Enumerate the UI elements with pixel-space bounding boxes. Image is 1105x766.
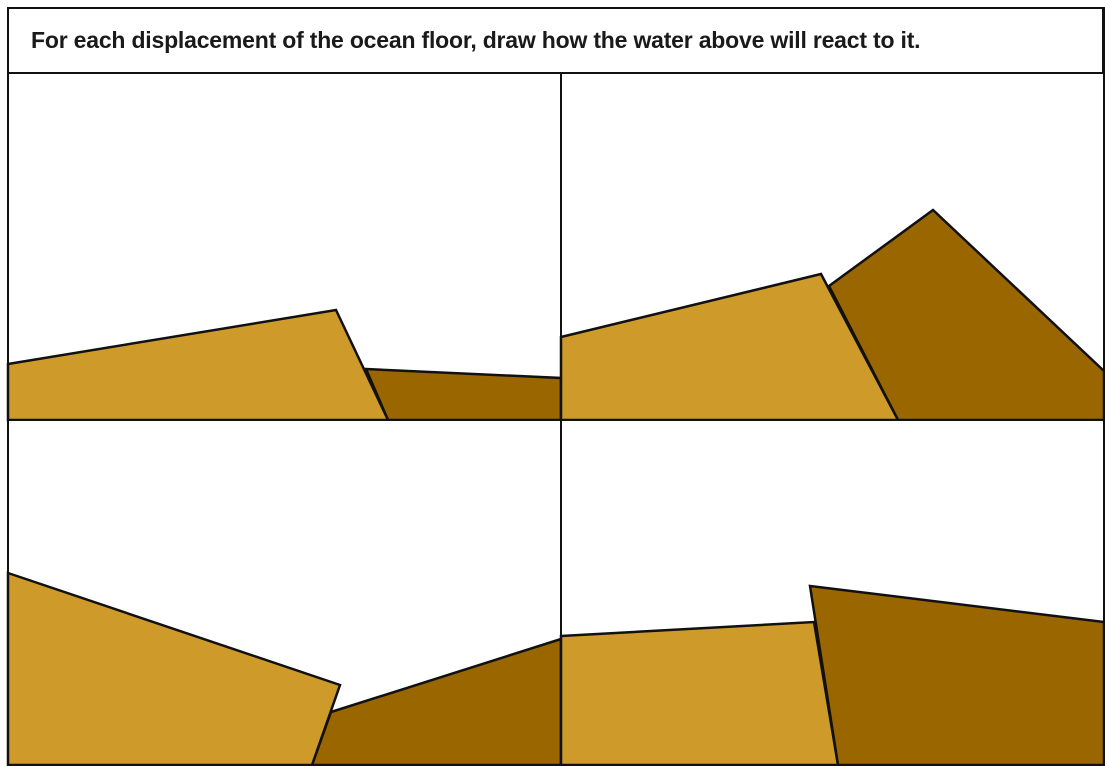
lowered-block-top-left — [366, 369, 561, 420]
panel-top-left[interactable] — [8, 73, 561, 420]
panel-bottom-left[interactable] — [8, 420, 561, 765]
raised-block-bottom-right — [561, 622, 838, 765]
panel-bottom-right[interactable] — [561, 420, 1104, 765]
panel-top-right[interactable] — [561, 73, 1104, 420]
